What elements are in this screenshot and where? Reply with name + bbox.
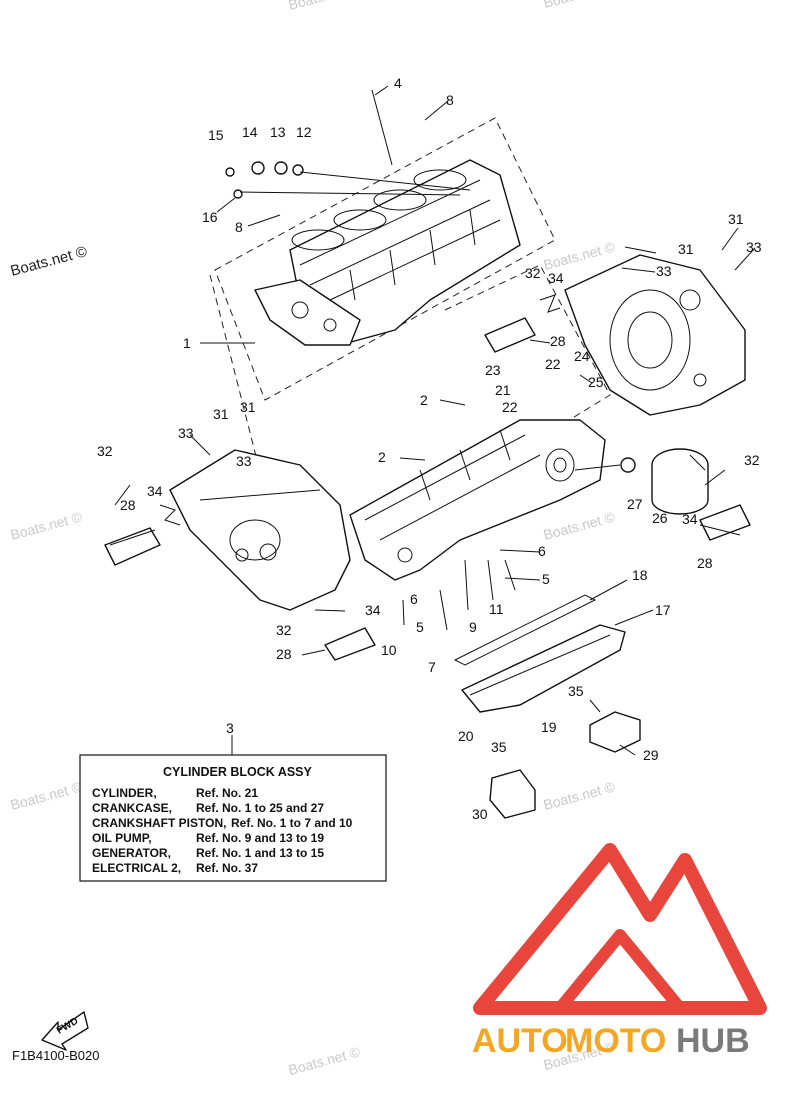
- callout-31: 31: [240, 399, 256, 415]
- callout-2: 2: [378, 449, 386, 465]
- callout-25: 25: [588, 374, 604, 390]
- logo-triangle-shape: [473, 843, 767, 1015]
- callout-33: 33: [746, 239, 762, 255]
- assy-reference-box: CYLINDER BLOCK ASSY CYLINDER, Ref. No. 2…: [79, 754, 387, 882]
- assy-row-ref: Ref. No. 21: [196, 786, 258, 800]
- misc-parts: [104, 89, 751, 819]
- callout-8: 8: [446, 92, 454, 108]
- assy-row-ref: Ref. No. 1 to 7 and 10: [231, 816, 353, 830]
- assy-row-name: GENERATOR,: [92, 846, 171, 860]
- callout-34: 34: [365, 602, 381, 618]
- callout-35: 35: [491, 739, 507, 755]
- callout-32: 32: [97, 443, 113, 459]
- cylinder-block: [254, 159, 521, 346]
- assy-row-name: CRANKCASE,: [92, 801, 172, 815]
- callout-5: 5: [542, 571, 550, 587]
- watermark-text: Boats.net ©: [287, 1043, 363, 1078]
- callout-17: 17: [655, 602, 671, 618]
- callout-20: 20: [458, 728, 474, 744]
- callout-22: 22: [502, 399, 518, 415]
- callout-32: 32: [276, 622, 292, 638]
- callout-14: 14: [242, 124, 258, 140]
- assy-row-ref: Ref. No. 1 and 13 to 15: [196, 846, 324, 860]
- assy-row-name: CRANKSHAFT PISTON,: [92, 816, 226, 830]
- callout-33: 33: [656, 263, 672, 279]
- logo-text-hub: HUB: [676, 1022, 750, 1060]
- assy-row-name: ELECTRICAL 2,: [92, 861, 181, 875]
- callout-34: 34: [682, 511, 698, 527]
- callout-31: 31: [213, 406, 229, 422]
- callout-32: 32: [525, 265, 541, 281]
- callout-9: 9: [469, 619, 477, 635]
- callout-26: 26: [652, 510, 668, 526]
- callout-27: 27: [627, 496, 643, 512]
- callout-21: 21: [495, 382, 511, 398]
- callout-3: 3: [226, 720, 234, 736]
- diagram-code: F1B4100-B020: [12, 1048, 99, 1063]
- assy-row-ref: Ref. No. 1 to 25 and 27: [196, 801, 324, 815]
- callout-22: 22: [545, 356, 561, 372]
- watermark-text: Boats.net ©: [9, 508, 85, 543]
- crankcase: [349, 419, 606, 581]
- callout-6: 6: [538, 543, 546, 559]
- callout-10: 10: [381, 642, 397, 658]
- callout-4: 4: [394, 75, 402, 91]
- watermark-text: Boats.net ©: [287, 0, 363, 13]
- assy-row-ref: Ref. No. 9 and 13 to 19: [196, 831, 324, 845]
- callout-23: 23: [485, 362, 501, 378]
- watermark-text: Boats.net ©: [9, 243, 89, 280]
- callout-11: 11: [489, 601, 504, 617]
- callout-33: 33: [236, 453, 252, 469]
- watermark-text: Boats.net ©: [9, 778, 85, 813]
- callout-28: 28: [697, 555, 713, 571]
- assy-title: CYLINDER BLOCK ASSY: [163, 765, 313, 779]
- leader-lines: [114, 85, 756, 760]
- callout-19: 19: [541, 719, 557, 735]
- watermark-text: Boats.net ©: [542, 778, 618, 813]
- callouts: 1 2 2 3 4 5 5 6 6 7 8 8 9 10 11 12 13 14…: [97, 75, 762, 822]
- callout-33: 33: [178, 425, 194, 441]
- callout-34: 34: [147, 483, 163, 499]
- cylinder-group-outline: [214, 117, 556, 401]
- callout-5: 5: [416, 619, 424, 635]
- left-cover: [169, 449, 351, 611]
- callout-12: 12: [296, 124, 312, 140]
- callout-34: 34: [548, 270, 564, 286]
- generator-cover: [564, 254, 746, 416]
- callout-28: 28: [276, 646, 292, 662]
- assy-row-ref: Ref. No. 37: [196, 861, 258, 875]
- automotohub-logo: AUTO MOTO HUB: [472, 843, 767, 1060]
- callout-32: 32: [744, 452, 760, 468]
- callout-13: 13: [270, 124, 286, 140]
- callout-1: 1: [183, 335, 191, 351]
- callout-31: 31: [678, 241, 694, 257]
- callout-31: 31: [728, 211, 744, 227]
- callout-2: 2: [420, 392, 428, 408]
- callout-30: 30: [472, 806, 488, 822]
- watermark-text: Boats.net ©: [542, 238, 618, 273]
- callout-18: 18: [632, 567, 648, 583]
- logo-text-moto: MOTO: [565, 1022, 666, 1060]
- assy-row-name: OIL PUMP,: [92, 831, 152, 845]
- callout-8: 8: [235, 219, 243, 235]
- logo-text-auto: AUTO: [472, 1022, 568, 1060]
- watermark-text: Boats.net ©: [542, 0, 618, 11]
- assy-row-name: CYLINDER,: [92, 786, 157, 800]
- callout-24: 24: [574, 348, 590, 364]
- callout-6: 6: [410, 591, 418, 607]
- callout-29: 29: [643, 747, 659, 763]
- oil-filter: [651, 448, 709, 515]
- forward-arrow: FWD: [41, 1011, 89, 1051]
- callout-15: 15: [208, 127, 224, 143]
- callout-35: 35: [568, 683, 584, 699]
- logo-inner-shape: [555, 929, 685, 1012]
- callout-28: 28: [550, 333, 566, 349]
- callout-7: 7: [428, 659, 436, 675]
- watermark-text: Boats.net ©: [542, 508, 618, 543]
- callout-16: 16: [202, 209, 218, 225]
- callout-28: 28: [120, 497, 136, 513]
